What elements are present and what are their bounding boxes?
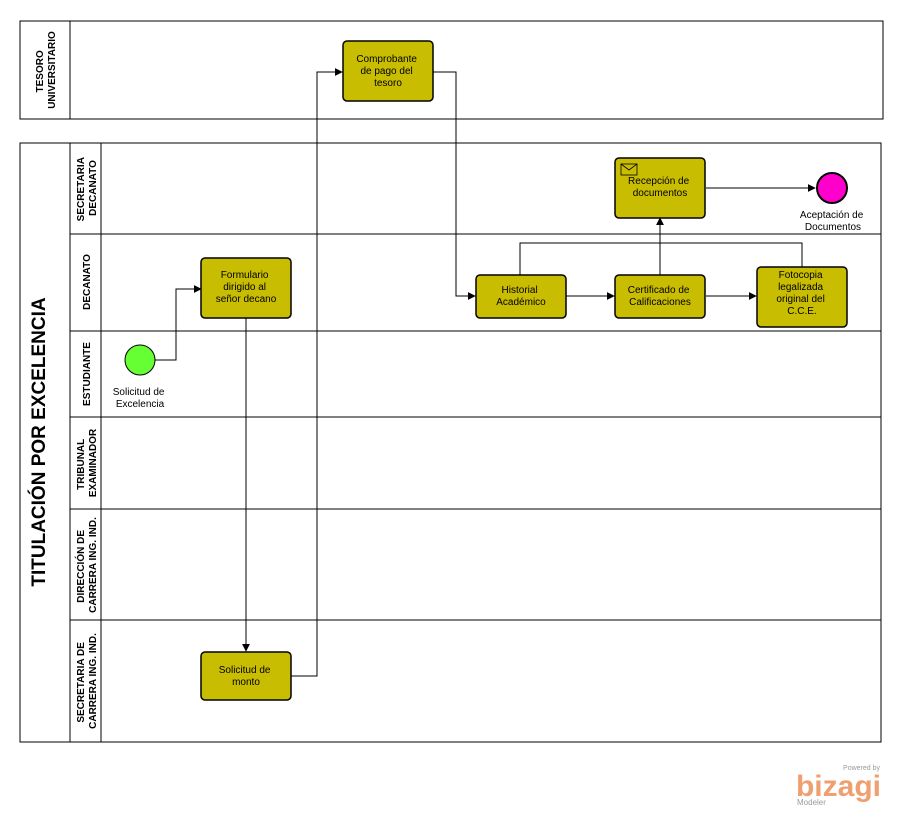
task-comprobante[interactable]: Comprobante de pago del tesoro xyxy=(342,40,434,102)
task-recepcion[interactable]: Recepción de documentos xyxy=(614,157,706,219)
task-label: Certificado de Calificaciones xyxy=(628,285,692,308)
bizagi-logo: Powered by bizagi Modeler xyxy=(796,765,881,807)
brand-product: Modeler xyxy=(797,798,826,807)
start-event-label: Solicitud de Excelencia xyxy=(113,387,167,410)
end-event[interactable]: Aceptación de Documentos xyxy=(800,172,866,233)
brand-name: bizagi xyxy=(796,770,881,803)
start-event[interactable]: Solicitud de Excelencia xyxy=(113,344,167,410)
lane-label-tesoro: TESORO UNIVERSITARIO xyxy=(35,31,58,109)
envelope-icon xyxy=(620,163,638,176)
lane-label-decanato: DECANATO xyxy=(82,254,93,310)
tesoro-pool: TESORO UNIVERSITARIO xyxy=(19,20,884,120)
task-label: Historial Académico xyxy=(496,285,546,308)
lane-label-direccion: DIRECCIÓN DE CARRERA ING. IND. xyxy=(74,517,99,613)
flow-solicitud-to-comprobante xyxy=(291,68,343,677)
lane-label-secretaria-carrera: SECRETARIA DE CARRERA ING. IND. xyxy=(76,633,99,729)
task-formulario[interactable]: Formulario dirigido al señor decano xyxy=(200,257,292,319)
lane-label-estudiante: ESTUDIANTE xyxy=(82,342,93,406)
flow-start-to-formulario xyxy=(155,285,202,361)
task-label: Formulario dirigido al señor decano xyxy=(216,270,277,305)
flow-historial-to-recepcion xyxy=(519,242,660,275)
task-fotocopia[interactable]: Fotocopia legalizada original del C.C.E. xyxy=(756,266,848,328)
task-label: Fotocopia legalizada original del C.C.E. xyxy=(776,270,827,317)
end-event-label: Aceptación de Documentos xyxy=(800,210,866,233)
task-historial[interactable]: Historial Académico xyxy=(475,274,567,319)
lane-label-secretaria-decanato: SECRETARIA DECANATO xyxy=(76,155,99,222)
flow-fotocopia-to-recepcion xyxy=(660,242,803,267)
powered-by-label: Powered by xyxy=(843,765,880,772)
task-label: Recepción de documentos xyxy=(628,176,692,199)
task-label: Solicitud de monto xyxy=(219,665,273,688)
flow-comprobante-to-historial xyxy=(433,71,476,300)
pool-title: TITULACIÓN POR EXCELENCIA xyxy=(28,297,50,587)
sequence-flows xyxy=(155,68,816,677)
task-label: Comprobante de pago del tesoro xyxy=(356,54,419,89)
main-pool: TITULACIÓN POR EXCELENCIA SECRETARIA DEC… xyxy=(19,142,882,743)
lane-label-tribunal: TRIBUNAL EXAMINADOR xyxy=(76,428,99,497)
task-solicitud-monto[interactable]: Solicitud de monto xyxy=(200,651,292,701)
task-certificado[interactable]: Certificado de Calificaciones xyxy=(614,274,706,319)
